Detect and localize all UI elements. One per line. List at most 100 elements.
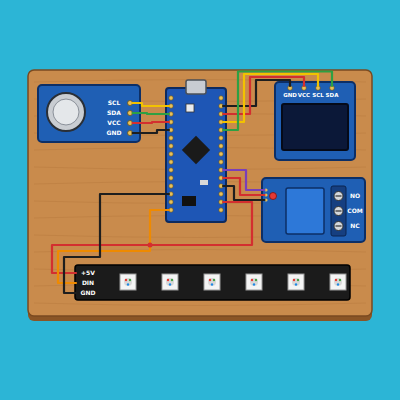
- relay-module: NO COM NC: [262, 178, 365, 242]
- led-die: [293, 279, 295, 281]
- pin-label: GND: [283, 93, 297, 99]
- jumper-wire: [223, 80, 290, 106]
- header-pin: [169, 144, 173, 148]
- led-lens: [124, 278, 132, 286]
- led-die: [167, 279, 169, 281]
- rtc-board: [38, 85, 140, 142]
- led-die: [251, 279, 253, 281]
- wire-junction: [148, 243, 153, 248]
- led-die: [213, 279, 215, 281]
- led-die: [295, 283, 297, 285]
- screw-slot: [336, 210, 342, 211]
- header-pin: [219, 96, 223, 100]
- jumper-wire: [52, 202, 252, 273]
- led-package: [162, 274, 178, 290]
- led-lens: [208, 278, 216, 286]
- led-package: [288, 274, 304, 290]
- pin-label: GND: [107, 130, 122, 136]
- header-pin: [219, 160, 223, 164]
- relay-cube: [286, 188, 324, 234]
- jumper-wire: [133, 130, 170, 133]
- wood-grain: [34, 80, 366, 306]
- terminal-screw: [334, 207, 343, 216]
- led-die: [255, 279, 257, 281]
- wood-board: [28, 70, 372, 316]
- jumper-wire: [133, 122, 170, 123]
- mcu-chip: [182, 136, 210, 164]
- pin-label: +5V: [81, 270, 95, 276]
- jumper-wire: [133, 113, 170, 114]
- screw-slot: [336, 225, 342, 226]
- smd-part: [200, 180, 208, 185]
- led-die: [127, 283, 129, 285]
- header-pin: [169, 184, 173, 188]
- led-die: [209, 279, 211, 281]
- led-lens: [250, 278, 258, 286]
- led-die: [337, 283, 339, 285]
- led-die: [125, 279, 127, 281]
- led-strip-module: +5V DIN GND: [75, 265, 350, 300]
- reset-button: [186, 104, 194, 112]
- led-lens: [292, 278, 300, 286]
- led-die: [169, 283, 171, 285]
- header-pin: [169, 136, 173, 140]
- terminal-block: [331, 186, 346, 236]
- jumper-wire: [223, 72, 332, 131]
- led-lens: [166, 278, 174, 286]
- oled-screen: [282, 104, 348, 150]
- smd-part: [182, 196, 196, 206]
- led-package: [330, 274, 346, 290]
- jumper-wire: [223, 77, 304, 114]
- pin-label: GND: [81, 290, 96, 296]
- grain-line: [34, 303, 366, 306]
- header-pin: [169, 176, 173, 180]
- led-package: [246, 274, 262, 290]
- jumper-wire: [58, 210, 169, 283]
- coin-battery: [47, 93, 85, 131]
- screw-slot: [336, 195, 342, 196]
- header-pin: [219, 192, 223, 196]
- led-die: [335, 279, 337, 281]
- pin-label: NC: [350, 223, 359, 229]
- header-pin: [219, 152, 223, 156]
- led-die: [297, 279, 299, 281]
- led-die: [339, 279, 341, 281]
- pin-label: VCC: [298, 93, 310, 99]
- terminal-screw: [334, 222, 343, 231]
- pin-label: SCL: [108, 100, 121, 106]
- pin-label: SDA: [326, 93, 339, 99]
- header-pin: [169, 152, 173, 156]
- terminal-screw: [334, 192, 343, 201]
- pin-label: DIN: [82, 280, 94, 286]
- led-die: [253, 283, 255, 285]
- oled-board: [275, 82, 355, 160]
- header-pin: [219, 136, 223, 140]
- led-die: [129, 279, 131, 281]
- header-pin: [169, 200, 173, 204]
- usb-port: [186, 80, 206, 94]
- wires: [52, 72, 332, 294]
- oled-display: GNDVCCSCLSDA: [275, 82, 355, 160]
- header-pin: [169, 160, 173, 164]
- pin-label: COM: [347, 208, 362, 214]
- jumper-wire: [133, 103, 170, 106]
- header-pin: [219, 144, 223, 148]
- pin-label: NO: [350, 193, 360, 199]
- pin-label: SCL: [312, 93, 324, 99]
- pin-label: VCC: [107, 120, 120, 126]
- relay-board: [262, 178, 365, 242]
- pin-label: SDA: [107, 110, 121, 116]
- arduino-nano: [166, 88, 226, 222]
- rtc-module: SCL SDA VCC GND: [38, 85, 140, 142]
- battery-face: [53, 99, 79, 125]
- jumper-wire: [64, 194, 169, 293]
- status-led: [270, 193, 277, 200]
- led-die: [171, 279, 173, 281]
- led-package: [120, 274, 136, 290]
- led-strip: [75, 265, 350, 300]
- led-package: [204, 274, 220, 290]
- led-die: [211, 283, 213, 285]
